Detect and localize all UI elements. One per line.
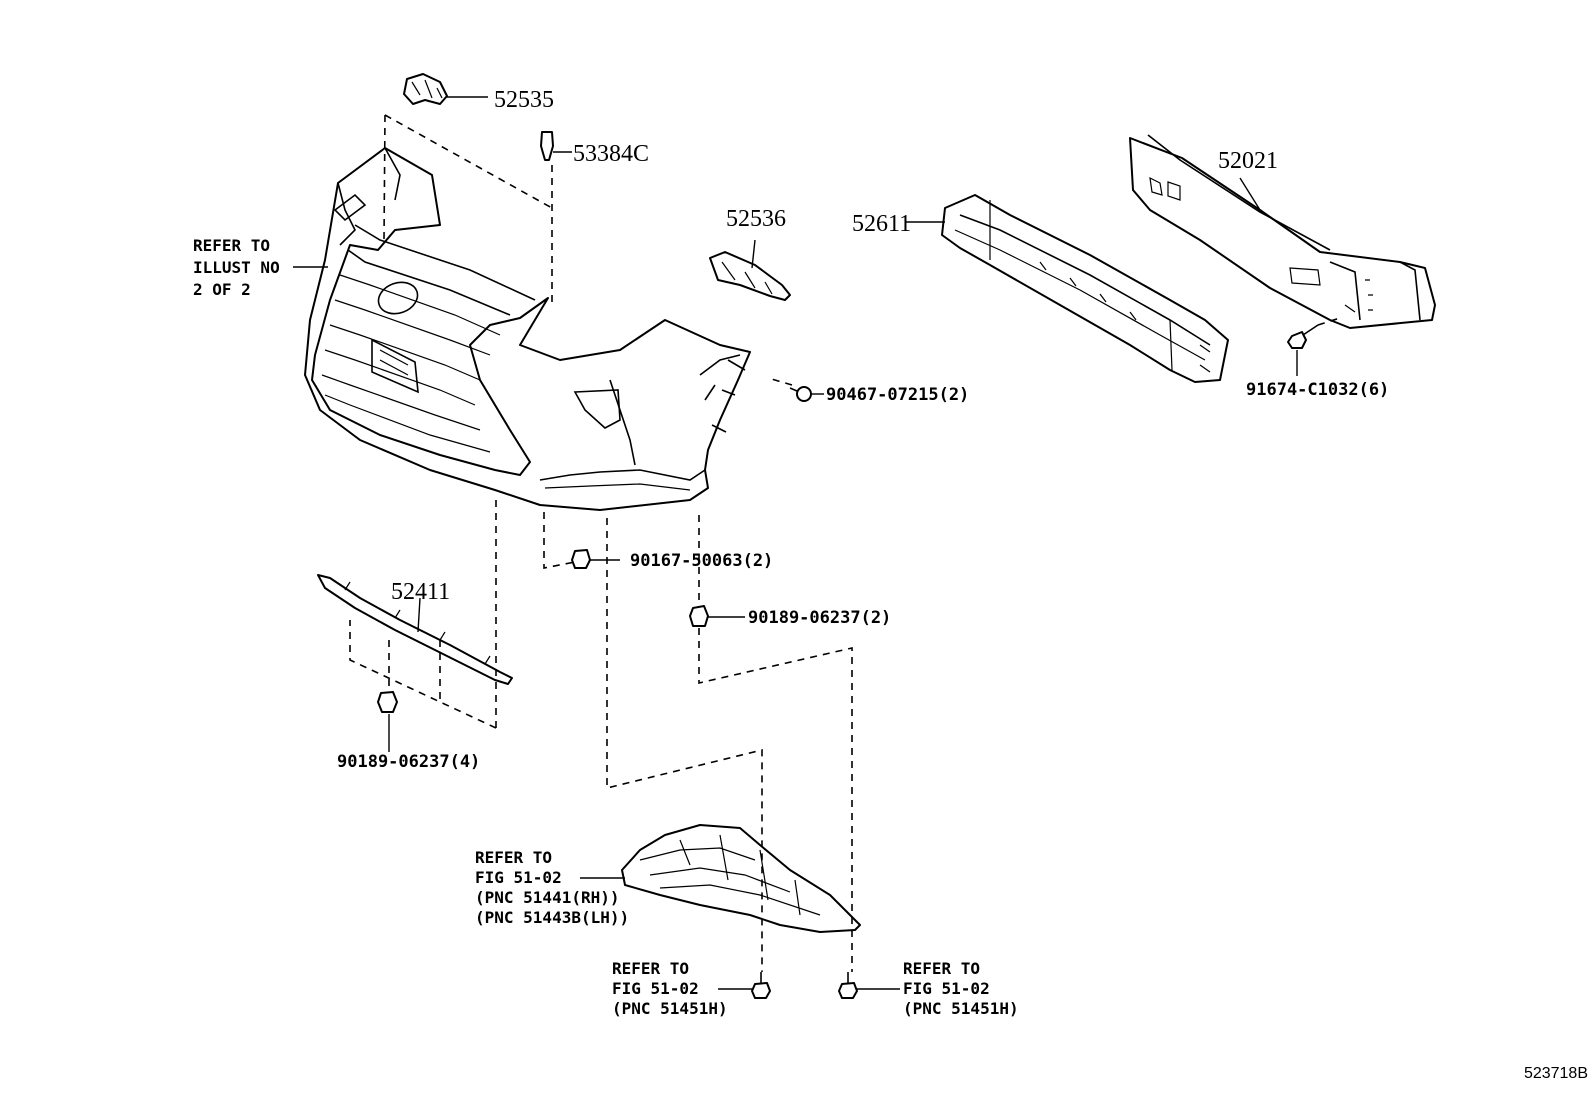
undercover-ref-line-4: (PNC 51443B(LH)) [475, 908, 629, 927]
clip-53384C-icon [540, 131, 572, 161]
screw-left-ref-line-3: (PNC 51451H) [612, 999, 728, 1018]
part-90167-label[interactable]: 90167-50063(2) [630, 551, 773, 571]
undercover-ref-line-3: (PNC 51441(RH)) [475, 888, 620, 907]
bracket-52536-icon [709, 239, 791, 301]
undercover-ref-line-1: REFER TO [475, 848, 552, 867]
fastener-icons [377, 324, 1319, 999]
part-90467-label[interactable]: 90467-07215(2) [826, 385, 969, 405]
screw-right-ref-line-3: (PNC 51451H) [903, 999, 1019, 1018]
part-52611-label[interactable]: 52611 [852, 211, 911, 237]
retainer-52411-icon [317, 574, 513, 685]
dashed-connection-lines [349, 114, 1341, 972]
screw-left-ref-line-1: REFER TO [612, 959, 689, 978]
engine-under-cover-icon [580, 824, 861, 933]
part-52535-label[interactable]: 52535 [494, 87, 554, 113]
bracket-52535-icon [403, 73, 488, 105]
part-52021-label[interactable]: 52021 [1218, 148, 1278, 174]
screw-right-ref-line-1: REFER TO [903, 959, 980, 978]
front-bumper-cover-icon [304, 147, 751, 511]
screw-right-ref-line-2: FIG 51-02 [903, 979, 990, 998]
part-91674-label[interactable]: 91674-C1032(6) [1246, 380, 1389, 400]
illust-ref-line-3: 2 OF 2 [193, 280, 251, 299]
screw-left-ref-line-2: FIG 51-02 [612, 979, 699, 998]
illust-ref-line-2: ILLUST NO [193, 258, 280, 277]
part-53384C-label[interactable]: 53384C [573, 141, 649, 167]
bumper-reinforcement-icon [1129, 134, 1436, 329]
part-90189-2-label[interactable]: 90189-06237(2) [748, 608, 891, 628]
part-90189-4-label[interactable]: 90189-06237(4) [337, 752, 480, 772]
figure-id: 523718B [1523, 1065, 1588, 1082]
undercover-ref-line-2: FIG 51-02 [475, 868, 562, 887]
part-52536-label[interactable]: 52536 [726, 206, 786, 232]
part-52411-label[interactable]: 52411 [391, 579, 450, 605]
illust-ref-line-1: REFER TO [193, 236, 270, 255]
energy-absorber-icon [905, 194, 1229, 383]
